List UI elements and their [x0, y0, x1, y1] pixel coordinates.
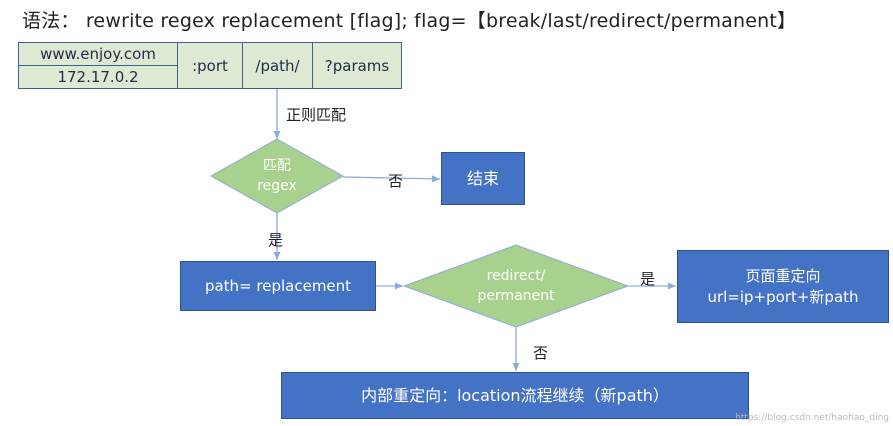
- match-diamond-text: 匹配 regex: [237, 156, 317, 196]
- internal-redirect-box: 内部重定向：location流程继续（新path）: [281, 372, 749, 419]
- no-label-end: 否: [388, 172, 404, 190]
- redirect-diamond-line1: redirect/: [486, 268, 546, 284]
- params-box: ?params: [312, 42, 402, 89]
- match-diamond-line1: 匹配: [263, 158, 291, 174]
- internal-redirect-label: 内部重定向：location流程继续（新path）: [361, 386, 669, 405]
- redirect-diamond-line2: permanent: [477, 288, 555, 304]
- path-box: /path/: [242, 42, 313, 89]
- end-box-label: 结束: [466, 169, 499, 188]
- replace-box-label: path= replacement: [204, 276, 352, 295]
- watermark: https://blog.csdn.net/haohao_ding: [735, 413, 889, 423]
- end-box: 结束: [441, 152, 525, 205]
- regex-match-label: 正则匹配: [286, 106, 347, 124]
- syntax-line: 语法： rewrite regex replacement [flag]; fl…: [22, 10, 797, 32]
- page-redirect-line1: 页面重定向: [745, 266, 821, 285]
- redirect-diamond-text: redirect/ permanent: [456, 266, 576, 306]
- yes-label-replace: 是: [268, 231, 284, 249]
- yes-label-page-redirect: 是: [640, 270, 656, 288]
- page-redirect-box: 页面重定向 url=ip+port+新path: [677, 250, 889, 323]
- arrow-match-to-end: [342, 175, 441, 183]
- match-diamond-line2: regex: [257, 178, 297, 194]
- replace-box: path= replacement: [180, 261, 376, 311]
- match-regex-diamond: [209, 138, 345, 214]
- port-box: :port: [177, 42, 243, 89]
- page-redirect-line2: url=ip+port+新path: [707, 287, 859, 306]
- no-label-internal: 否: [533, 344, 549, 362]
- redirect-permanent-diamond: [402, 244, 630, 328]
